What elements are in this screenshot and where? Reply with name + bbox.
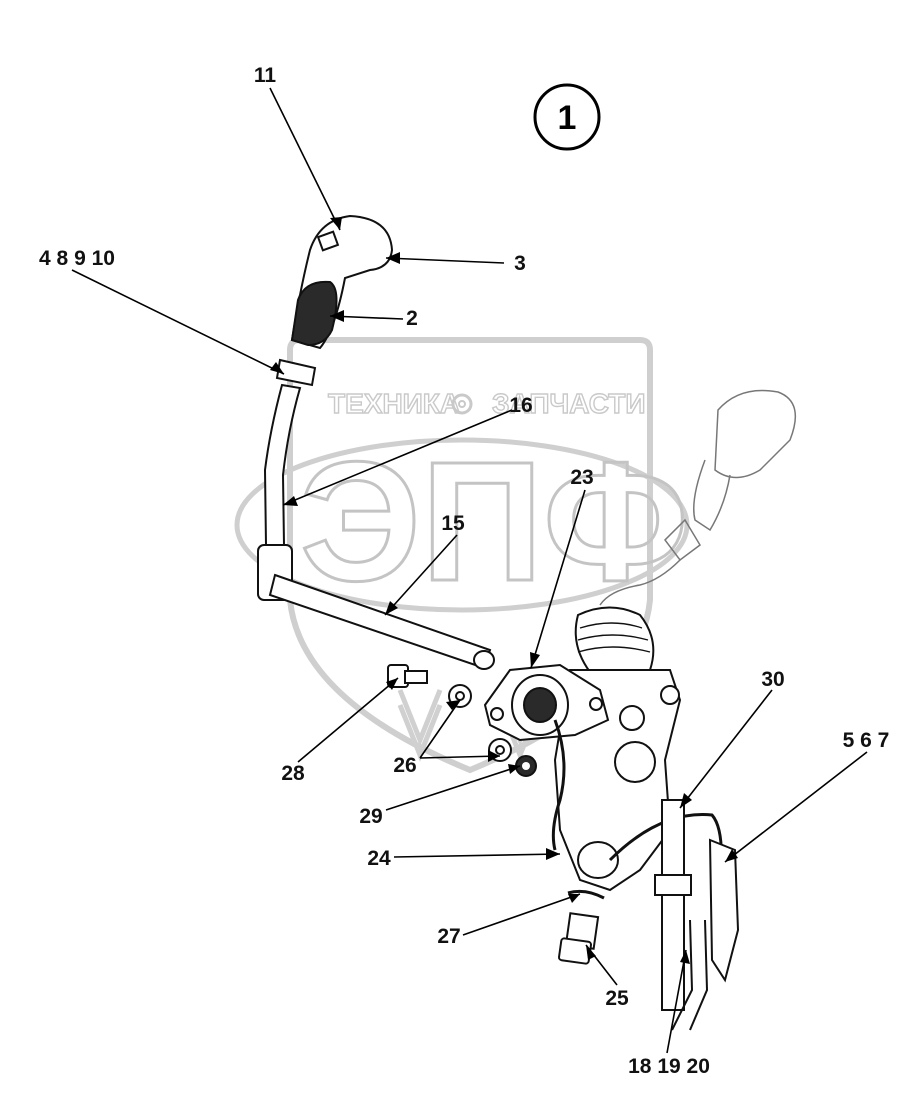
gear-icon: [451, 393, 473, 415]
callout-27: 27: [437, 925, 460, 948]
lower-rod-fitting: [654, 874, 692, 896]
bolt-25: [558, 912, 600, 965]
callout-11: 11: [254, 64, 277, 87]
callout-29: 29: [359, 805, 382, 828]
watermark-right-word: ЗАПЧАСТИ: [492, 388, 645, 419]
switch-bracket: [708, 838, 740, 983]
selector-cap: [614, 741, 656, 783]
callout-2: 2: [406, 307, 418, 330]
callout-24: 24: [367, 847, 391, 870]
lever-knob-grip: [290, 280, 338, 347]
leader-lines: [71, 87, 868, 1054]
callout-18-19-20: 18 19 20: [628, 1055, 710, 1078]
callout-15: 15: [441, 512, 465, 535]
watermark-left-word: ТЕХНИКА: [328, 388, 460, 419]
lower-arm-eye: [577, 841, 619, 879]
lower-hose: [671, 919, 709, 1031]
callout-23: 23: [570, 466, 593, 489]
figure-number-badge: 1: [533, 83, 601, 151]
callout-3: 3: [514, 252, 526, 275]
callout-5-6-7: 5 6 7: [843, 729, 890, 752]
rod-end: [473, 650, 495, 670]
lever-shaft: [263, 383, 302, 546]
lower-arm: [551, 719, 566, 851]
gaiter-ribs: [577, 622, 651, 653]
gearbox-body: [483, 606, 740, 1031]
gaiter-boot: [574, 606, 655, 674]
callout-4-8-9-10: 4 8 9 10: [39, 247, 115, 270]
callout-25: 25: [605, 987, 629, 1010]
callout-26: 26: [393, 754, 416, 777]
bushing-inner: [523, 687, 557, 723]
figure-number: 1: [558, 99, 577, 137]
side-fitting: [660, 685, 680, 705]
watermark-logo-letters: ЭПФ: [300, 427, 688, 617]
callout-16: 16: [509, 394, 532, 417]
bracket-hole-right: [589, 697, 603, 711]
gear-lever: [257, 214, 495, 670]
hardware: [387, 664, 605, 965]
callout-labels: 11 3 4 8 9 10 2 16 23 15 30 5 6 7 28 26 …: [39, 64, 889, 1078]
clip-27: [567, 889, 605, 900]
watermark-ellipse: [234, 437, 690, 613]
lower-rod: [661, 799, 685, 1011]
callout-28: 28: [281, 762, 305, 785]
side-boss: [619, 705, 645, 731]
watermark: ТЕХНИКА ЗАПЧАСТИ ЭПФ: [234, 337, 690, 774]
bracket-hole-left: [490, 707, 504, 721]
callout-30: 30: [761, 668, 784, 691]
knob-label-square: [316, 230, 340, 252]
lever-ghost-outline: [599, 389, 797, 606]
